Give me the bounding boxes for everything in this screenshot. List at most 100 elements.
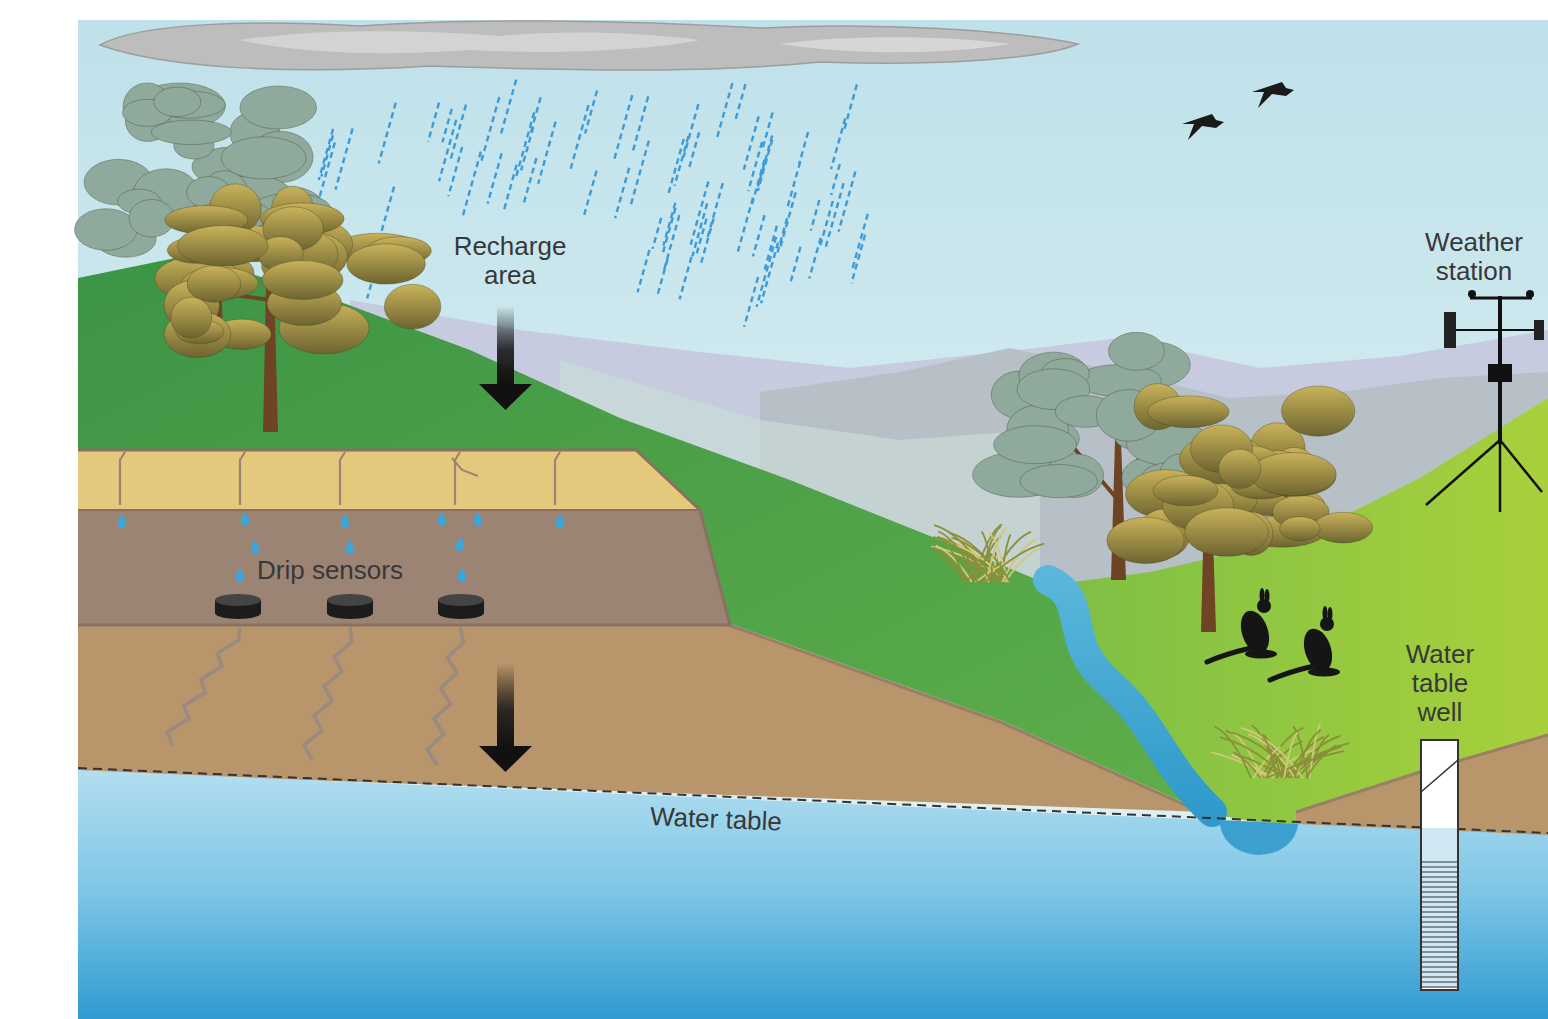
kangaroo-ear	[1265, 589, 1270, 603]
grass-blade	[1262, 736, 1277, 778]
kangaroo-ear	[1323, 606, 1328, 620]
rain-streak	[663, 203, 675, 246]
water-drop	[341, 514, 349, 528]
rain-streak	[488, 153, 502, 203]
rain-streak	[481, 97, 499, 162]
water-drop	[458, 568, 466, 582]
flow-arrow	[479, 306, 532, 410]
rain-streak	[428, 103, 439, 142]
water-drop	[251, 540, 259, 554]
sensor-body	[438, 607, 484, 619]
kangaroo-tail	[1207, 648, 1251, 662]
well-screen	[1421, 972, 1458, 973]
cloud	[100, 21, 1078, 70]
anemometer	[1468, 290, 1476, 298]
rain-streak	[831, 164, 840, 195]
rain-streak	[379, 103, 396, 164]
rain-streak	[852, 214, 868, 271]
rain-streak	[663, 208, 676, 254]
rain-streak	[523, 158, 536, 205]
rain-streak	[844, 84, 857, 131]
rain-streak	[503, 165, 516, 212]
station-arm	[1500, 329, 1534, 331]
grass-tuft	[931, 524, 1044, 582]
water-drop	[241, 512, 249, 526]
well-water	[1422, 828, 1457, 988]
tree-foliage	[1020, 464, 1098, 497]
rain-streak	[630, 141, 649, 208]
cloud-highlight	[780, 37, 1010, 52]
rain-streak	[753, 215, 765, 256]
station-leg	[1426, 440, 1500, 505]
sensor-box	[1534, 320, 1544, 340]
soil-crack	[167, 627, 240, 745]
logger-box	[1488, 364, 1512, 382]
rain-streak	[653, 218, 662, 249]
rain-streak	[319, 129, 333, 180]
rain-streak	[442, 109, 451, 142]
rain-streak	[439, 120, 456, 182]
tree-foliage	[75, 209, 138, 251]
grass-blade	[938, 532, 977, 582]
station-leg	[1500, 440, 1542, 492]
grass-blade	[963, 553, 992, 582]
soil-crack	[427, 627, 463, 765]
rain-streak	[809, 238, 820, 279]
flow-arrow	[479, 664, 532, 772]
grass-blade	[1241, 728, 1303, 778]
arrow-shaft	[497, 664, 514, 748]
well-screen	[1421, 902, 1458, 903]
kangaroo	[1207, 588, 1277, 662]
rain-streak	[791, 247, 801, 281]
rain-streak	[696, 219, 707, 257]
soil-crack	[452, 458, 478, 476]
grass-tuft	[1211, 724, 1349, 778]
well-screen	[1421, 927, 1458, 928]
well-screen	[1421, 882, 1458, 883]
rain-streak	[765, 226, 777, 270]
tree-foliage	[154, 87, 201, 117]
left-hill	[78, 255, 1205, 812]
radiation-shield	[1444, 312, 1456, 348]
water-drop	[346, 540, 354, 554]
pool	[1220, 820, 1298, 855]
well-screen	[1421, 942, 1458, 943]
rain-streak	[335, 128, 352, 189]
rain-streak	[778, 218, 788, 252]
cloud-shape	[100, 21, 1078, 70]
tree-foliage	[1148, 396, 1229, 428]
bird	[1252, 82, 1294, 108]
label: Weather station	[1404, 228, 1544, 286]
well-screen	[1421, 982, 1458, 983]
rain-streak	[462, 152, 481, 219]
tree-foliage	[1250, 453, 1336, 496]
drip-sensor	[327, 594, 373, 619]
bird	[1182, 114, 1224, 140]
well-mark	[1421, 760, 1458, 792]
kangaroo-head	[1320, 617, 1334, 631]
well-screen	[1421, 977, 1458, 978]
well-screen	[1421, 947, 1458, 948]
station-crossarm	[1470, 297, 1532, 300]
weather-station	[1426, 290, 1544, 512]
kangaroo-head	[1257, 599, 1271, 613]
rain-streak	[692, 203, 707, 256]
rain-streak	[615, 168, 629, 218]
water-drop	[118, 514, 126, 528]
well-casing	[1421, 740, 1458, 990]
well-screen	[1421, 867, 1458, 868]
kangaroo	[1270, 606, 1340, 680]
water-table-line	[78, 768, 1548, 833]
clay-layer	[78, 510, 730, 625]
grass-blade	[1284, 733, 1297, 778]
station-arm	[1456, 329, 1500, 331]
label: Recharge area	[435, 232, 585, 290]
rain-streak	[448, 147, 462, 196]
kangaroo-foot	[1308, 668, 1340, 677]
water-drop	[438, 512, 446, 526]
well-screen	[1421, 907, 1458, 908]
rain-streak	[757, 237, 777, 307]
rain-streak	[839, 172, 856, 232]
